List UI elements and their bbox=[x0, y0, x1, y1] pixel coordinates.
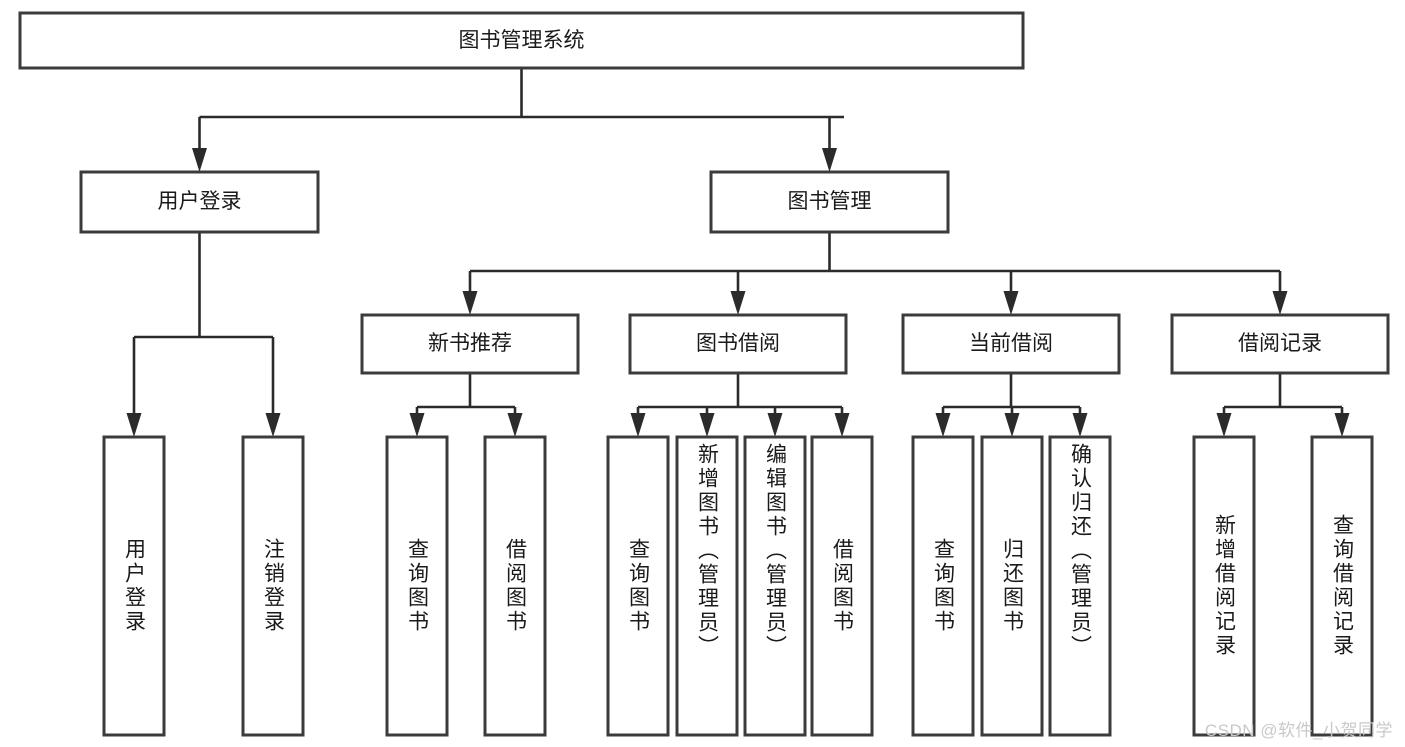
leaf-label-wrap-borrow-book-2: 借阅图书 bbox=[830, 538, 854, 634]
arrow-leaf-return-book bbox=[1004, 413, 1020, 437]
leaf-label-wrap-edit-book: 编辑图书（管理员） bbox=[763, 443, 787, 659]
leaf-label-logout: 注销登录 bbox=[261, 538, 285, 634]
node-root-system-label: 图书管理系统 bbox=[459, 29, 585, 52]
edge-group-bookmgmt-to-level3 bbox=[462, 232, 1288, 315]
leaf-box-logout[interactable] bbox=[241, 435, 305, 737]
node-current-borrow[interactable]: 当前借阅 bbox=[901, 313, 1121, 375]
arrow-leaf-edit-book bbox=[767, 413, 783, 437]
arrow-to-book-mgmt bbox=[822, 148, 837, 172]
leaf-label-confirm-return: 确认归还（管理员） bbox=[1068, 443, 1092, 659]
leaf-label-query-record: 查询借阅记录 bbox=[1330, 514, 1354, 658]
node-new-book-recommend-box bbox=[360, 313, 580, 375]
node-current-borrow-box bbox=[901, 313, 1121, 375]
arrow-leaf-query-book-2 bbox=[630, 413, 646, 437]
node-book-borrow-label: 图书借阅 bbox=[696, 332, 780, 355]
leaf-box-edit-book[interactable] bbox=[743, 435, 807, 737]
node-book-management-label: 图书管理 bbox=[788, 190, 872, 213]
node-book-borrow[interactable]: 图书借阅 bbox=[628, 313, 848, 375]
arrow-leaf-borrow-book-1 bbox=[507, 413, 523, 437]
leaf-box-return-book[interactable] bbox=[980, 435, 1044, 737]
leaf-label-add-record: 新增借阅记录 bbox=[1212, 514, 1236, 658]
leaf-label-wrap-user-login: 用户登录 bbox=[122, 538, 146, 634]
node-new-book-recommend[interactable]: 新书推荐 bbox=[360, 313, 580, 375]
leaf-label-return-book: 归还图书 bbox=[1000, 538, 1024, 634]
node-book-borrow-box bbox=[628, 313, 848, 375]
csdn-watermark: CSDN @软件_小贺同学 bbox=[1204, 721, 1393, 740]
edge-group-currentborrow-to-leaves bbox=[935, 373, 1088, 437]
leaf-label-wrap-add-book: 新增图书（管理员） bbox=[695, 443, 719, 659]
leaf-box-borrow-book-1[interactable] bbox=[483, 435, 547, 737]
node-borrow-record[interactable]: 借阅记录 bbox=[1170, 313, 1390, 375]
leaf-label-wrap-query-record: 查询借阅记录 bbox=[1330, 514, 1354, 658]
edge-group-bookborrow-to-leaves bbox=[630, 373, 850, 437]
leaf-label-add-book: 新增图书（管理员） bbox=[695, 443, 719, 659]
node-root-system-box bbox=[18, 11, 1025, 70]
arrow-to-book-borrow bbox=[730, 291, 746, 315]
leaf-label-wrap-borrow-book-1: 借阅图书 bbox=[503, 538, 527, 634]
arrow-to-borrow-record bbox=[1272, 291, 1288, 315]
leaf-label-wrap-query-book-3: 查询图书 bbox=[931, 538, 955, 634]
leaf-label-wrap-add-record: 新增借阅记录 bbox=[1212, 514, 1236, 658]
edge-group-borrowrecord-to-leaves bbox=[1216, 373, 1350, 437]
leaf-box-query-book-3[interactable] bbox=[911, 435, 975, 737]
arrow-leaf-borrow-book-2 bbox=[834, 413, 850, 437]
leaf-box-query-record[interactable] bbox=[1310, 435, 1374, 737]
leaf-label-wrap-return-book: 归还图书 bbox=[1000, 538, 1024, 634]
leaf-node-group bbox=[102, 435, 1374, 737]
leaf-label-user-login: 用户登录 bbox=[122, 538, 146, 634]
leaf-box-query-book-2[interactable] bbox=[606, 435, 670, 737]
leaf-label-wrap-logout: 注销登录 bbox=[261, 538, 285, 634]
leaf-label-edit-book: 编辑图书（管理员） bbox=[763, 443, 787, 659]
node-user-login-label: 用户登录 bbox=[158, 190, 242, 213]
leaf-box-add-book[interactable] bbox=[675, 435, 739, 737]
arrow-to-current-borrow bbox=[1003, 291, 1019, 315]
arrow-leaf-add-record bbox=[1216, 413, 1232, 437]
arrow-leaf-logout bbox=[265, 413, 281, 437]
node-user-login[interactable]: 用户登录 bbox=[79, 170, 320, 234]
leaf-label-query-book-2: 查询图书 bbox=[626, 538, 650, 634]
edge-group-root-to-level2 bbox=[192, 68, 844, 172]
node-book-management[interactable]: 图书管理 bbox=[709, 170, 950, 234]
edge-group-newbookrec-to-leaves bbox=[409, 373, 523, 437]
edge-group-userlogin-to-leaves bbox=[126, 232, 281, 437]
leaf-label-query-book-3: 查询图书 bbox=[931, 538, 955, 634]
leaf-label-borrow-book-2: 借阅图书 bbox=[830, 538, 854, 634]
node-borrow-record-box bbox=[1170, 313, 1390, 375]
arrow-leaf-query-book-3 bbox=[935, 413, 951, 437]
leaf-box-user-login[interactable] bbox=[102, 435, 166, 737]
node-current-borrow-label: 当前借阅 bbox=[969, 332, 1053, 355]
arrow-leaf-query-record bbox=[1334, 413, 1350, 437]
node-user-login-box bbox=[79, 170, 320, 234]
leaf-label-wrap-confirm-return: 确认归还（管理员） bbox=[1068, 443, 1092, 659]
node-book-management-box bbox=[709, 170, 950, 234]
leaf-label-query-book-1: 查询图书 bbox=[405, 538, 429, 634]
arrow-leaf-user-login bbox=[126, 413, 142, 437]
leaf-box-query-book-1[interactable] bbox=[385, 435, 449, 737]
leaf-label-borrow-book-1: 借阅图书 bbox=[503, 538, 527, 634]
arrow-leaf-confirm-return bbox=[1072, 413, 1088, 437]
arrow-to-user-login bbox=[192, 148, 207, 172]
arrow-to-new-book-rec bbox=[462, 291, 478, 315]
arrow-leaf-query-book-1 bbox=[409, 413, 425, 437]
leaf-box-confirm-return[interactable] bbox=[1048, 435, 1112, 737]
node-borrow-record-label: 借阅记录 bbox=[1238, 332, 1322, 355]
leaf-label-wrap-query-book-2: 查询图书 bbox=[626, 538, 650, 634]
node-root-system[interactable]: 图书管理系统 bbox=[18, 11, 1025, 70]
node-new-book-recommend-label: 新书推荐 bbox=[428, 332, 512, 355]
leaf-label-wrap-query-book-1: 查询图书 bbox=[405, 538, 429, 634]
arrow-leaf-add-book bbox=[699, 413, 715, 437]
leaf-box-add-record[interactable] bbox=[1192, 435, 1256, 737]
leaf-box-borrow-book-2[interactable] bbox=[810, 435, 874, 737]
